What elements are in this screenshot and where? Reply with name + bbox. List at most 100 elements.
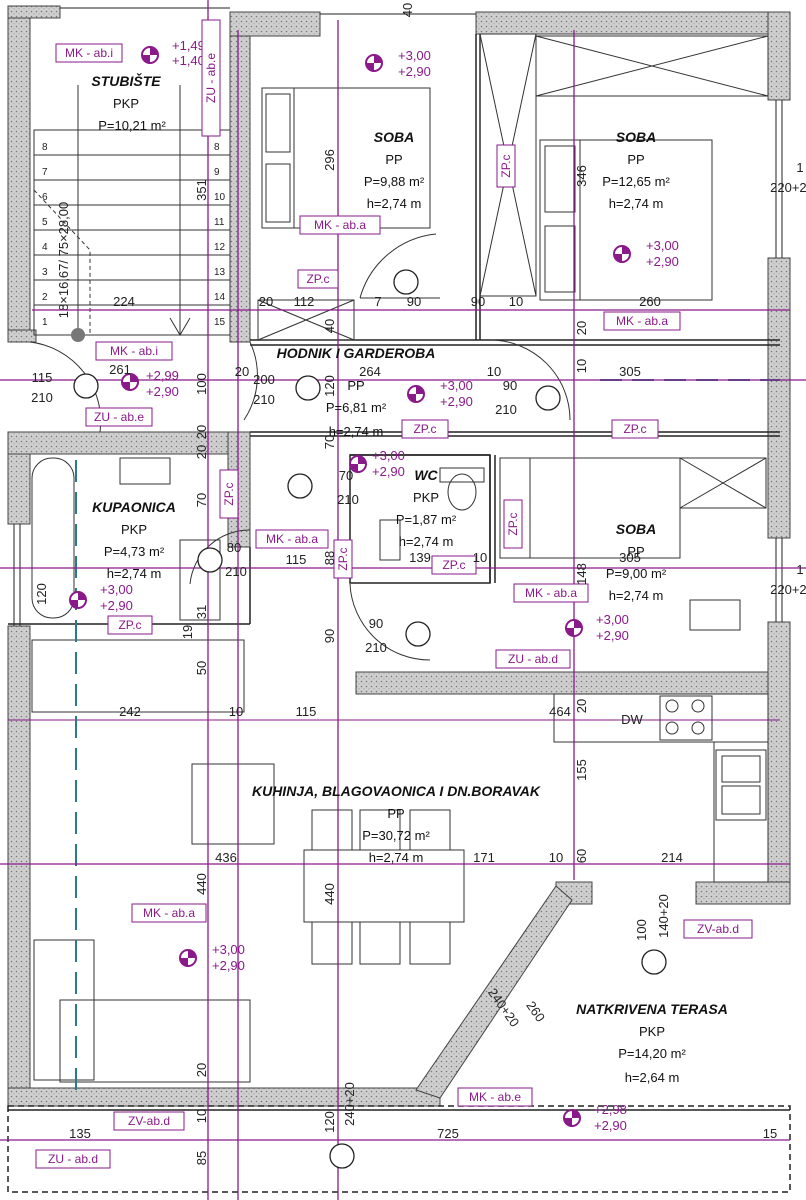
dim: 261 — [109, 362, 131, 377]
dim: 70 — [194, 493, 209, 507]
dim: 31 — [194, 605, 209, 619]
dim: 90 — [322, 629, 337, 643]
stair-number: 6 — [42, 192, 48, 203]
stair-number: 8 — [42, 142, 48, 153]
dim: 10 — [229, 704, 243, 719]
dim: 20 — [259, 294, 273, 309]
dim: 20 — [235, 364, 249, 379]
dim: 19 — [180, 625, 195, 639]
room-area: P=12,65 m² — [602, 174, 670, 189]
dim: 436 — [215, 850, 237, 865]
wall-bottom — [7, 1087, 441, 1107]
room-area: P=9,88 m² — [364, 174, 425, 189]
dim: 10 — [487, 364, 501, 379]
level-value: +3,00 — [596, 612, 629, 627]
kitchen-counter — [713, 741, 769, 883]
level-marker-icon — [69, 591, 87, 609]
light-icon — [329, 1143, 355, 1169]
dim: 90 — [369, 616, 383, 631]
dim: 90 — [407, 294, 421, 309]
room-height: h=2,74 m — [369, 850, 424, 865]
light-icon — [535, 385, 561, 411]
dim: 10 — [549, 850, 563, 865]
room-labels: STUBIŠTE PKP P=10,21 m² SOBA PP P=9,88 m… — [91, 72, 727, 1085]
tag-label: MK - ab.i — [110, 344, 158, 358]
level-marker-icon — [349, 455, 367, 473]
wardrobe-icon — [257, 299, 355, 341]
dim: 112 — [294, 294, 315, 309]
level-value: +2,90 — [594, 1118, 627, 1133]
dim: 20 — [194, 425, 209, 439]
dim: 90 — [503, 378, 517, 393]
dim: 725 — [437, 1126, 459, 1141]
stair-number: 10 — [214, 192, 226, 203]
dim: 210 — [495, 402, 517, 417]
room-type: PP — [347, 378, 364, 393]
dim: 305 — [619, 550, 641, 565]
tv-unit — [191, 763, 275, 845]
dim: 85 — [194, 1151, 209, 1165]
room-type: PKP — [113, 96, 139, 111]
dim: 20 — [194, 445, 209, 459]
tag-label: MK - ab.a — [525, 586, 577, 600]
washing-machine-icon — [179, 539, 221, 621]
dim: 100 — [194, 373, 209, 395]
wall-right-top — [767, 11, 791, 101]
level-value: +2,90 — [146, 384, 179, 399]
wall-terrace-diagonal — [415, 885, 573, 1099]
dim: 220+20 — [770, 180, 806, 195]
room-name-terasa: NATKRIVENA TERASA — [576, 1001, 728, 1017]
room-area: P=10,21 m² — [98, 118, 166, 133]
light-icon — [641, 949, 667, 975]
stair-number: 4 — [42, 242, 48, 253]
dim: 210 — [225, 564, 247, 579]
level-marker-icon — [121, 373, 139, 391]
wall-kitchen-top — [355, 671, 769, 695]
level-value: +3,00 — [440, 378, 473, 393]
room-name-soba: SOBA — [616, 521, 656, 537]
wall-top-left — [7, 5, 31, 337]
room-area: P=6,81 m² — [326, 400, 387, 415]
level-marker-icon — [613, 245, 631, 263]
wall-right-low — [767, 621, 791, 897]
dim: 260 — [523, 998, 548, 1024]
room-area: P=1,87 m² — [396, 512, 457, 527]
room-name-kuhinja: KUHINJA, BLAGOVAONICA I DN.BORAVAK — [252, 783, 541, 799]
kitchen-counter — [553, 693, 769, 743]
dim: 440 — [322, 883, 337, 905]
dim: 20 — [194, 1063, 209, 1077]
level-value: +2,90 — [372, 464, 405, 479]
dim: 20 — [574, 321, 589, 335]
dim: 214 — [661, 850, 683, 865]
room-height: h=2,64 m — [625, 1070, 680, 1085]
stair-spec: 18×16,67/ 75×28,00 — [56, 202, 71, 318]
level-marker-icon — [365, 54, 383, 72]
dim: 1 — [796, 562, 803, 577]
tag-label: ZU - ab.d — [48, 1152, 98, 1166]
dim: 7 — [374, 294, 381, 309]
door-icon — [189, 529, 251, 585]
level-marker-icon — [563, 1109, 581, 1127]
door-icon — [359, 233, 437, 299]
stair-number: 3 — [42, 267, 48, 278]
level-value: +2,90 — [596, 628, 629, 643]
tag-label: ZU - ab.e — [204, 53, 218, 103]
wall-top-mid — [229, 11, 321, 37]
room-area: P=14,20 m² — [618, 1046, 686, 1061]
tag-label: ZP.c — [442, 558, 465, 572]
level-value: +2,90 — [212, 958, 245, 973]
tag-label: ZP.c — [506, 512, 520, 535]
dim: 200 — [253, 372, 275, 387]
dim: 120 — [322, 1111, 337, 1133]
dim: 88 — [322, 551, 337, 565]
room-type: PKP — [413, 490, 439, 505]
room-height: h=2,74 m — [609, 196, 664, 211]
door-icon — [243, 341, 258, 421]
level-value: +2,98 — [594, 1102, 627, 1117]
level-marker-icon — [565, 619, 583, 637]
wall-left-low — [7, 625, 31, 1107]
light-icon — [73, 373, 99, 399]
chair-icon — [689, 599, 741, 631]
room-area: P=4,73 m² — [104, 544, 165, 559]
dim: 210 — [253, 392, 275, 407]
